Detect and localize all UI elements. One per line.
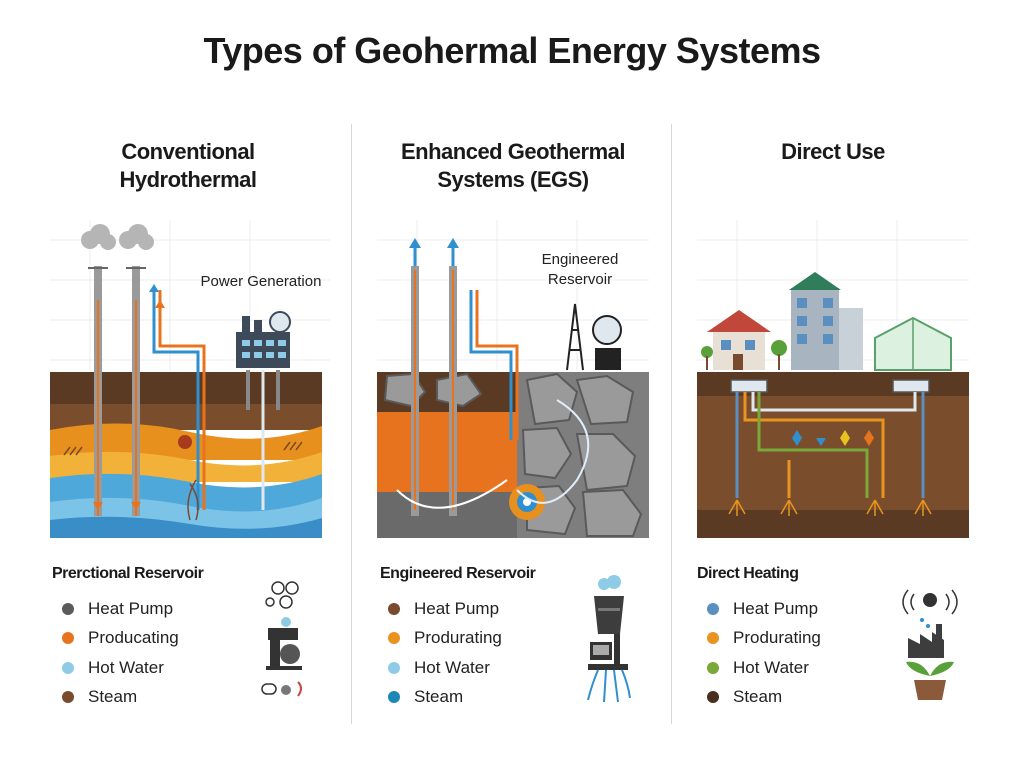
scene-label-line: Engineered — [541, 251, 619, 268]
legend-label: Produrating — [733, 628, 821, 648]
legend-dot — [62, 661, 74, 674]
legend-dot — [707, 602, 719, 615]
legend-label: Heat Pump — [733, 598, 819, 618]
legend-dot — [707, 691, 719, 704]
column-divider-right — [671, 124, 672, 724]
legend-title-direct-use: Direct Heating — [697, 565, 799, 582]
column-title-line: Enhanced Geothermal — [400, 139, 626, 164]
legend-direct-use: Heat Pump Produrating Hot Water Steam — [697, 594, 821, 712]
legend-item: Heat Pump — [378, 594, 502, 624]
scene-label-line: Reservoir — [547, 271, 613, 288]
legend-label: Produrating — [414, 628, 502, 648]
legend-label: Steam — [733, 687, 783, 707]
page-title: Types of Geohermal Energy Systems — [203, 30, 821, 71]
engineered-reservoir-label: Engineered Reservoir — [520, 250, 640, 290]
column-title-line: Direct Use — [781, 139, 885, 164]
legend-dot — [62, 602, 74, 615]
legend-label: Hot Water — [414, 657, 490, 677]
legend-label: Heat Pump — [88, 598, 174, 618]
legend-title-conventional: Prerctional Reservoir — [52, 565, 204, 582]
heat-pump-machine-icon — [261, 581, 302, 697]
legend-item: Heat Pump — [697, 594, 821, 624]
legend-item: Steam — [52, 683, 179, 713]
direct-use-diagram — [697, 220, 969, 538]
power-generation-label: Power Generation — [200, 273, 322, 290]
column-title-egs: Enhanced Geothermal Systems (EGS) — [363, 138, 663, 194]
column-title-line: Conventional — [121, 139, 255, 164]
conventional-hydrothermal-diagram — [50, 220, 330, 538]
legend-conventional: Heat Pump Producating Hot Water Steam — [52, 594, 179, 712]
legend-dot — [388, 691, 400, 704]
legend-dot — [707, 632, 719, 645]
egs-diagram — [377, 220, 649, 538]
legend-title-egs: Engineered Reservoir — [380, 565, 536, 582]
legend-label: Producating — [88, 628, 179, 648]
legend-item: Hot Water — [378, 653, 502, 683]
legend-label: Heat Pump — [414, 598, 500, 618]
legend-label: Steam — [88, 687, 138, 707]
cooling-tower-icon — [587, 575, 631, 703]
legend-item: Produrating — [378, 624, 502, 654]
column-title-line: Systems (EGS) — [437, 167, 589, 192]
legend-item: Steam — [378, 683, 502, 713]
legend-label: Hot Water — [88, 657, 164, 677]
legend-item: Heat Pump — [52, 594, 179, 624]
column-title-direct-use: Direct Use — [683, 138, 983, 166]
legend-dot — [388, 632, 400, 645]
legend-egs: Heat Pump Produrating Hot Water Steam — [378, 594, 502, 712]
legend-item: Produrating — [697, 624, 821, 654]
legend-label: Steam — [414, 687, 464, 707]
column-divider-left — [351, 124, 352, 724]
factory-plant-icon — [902, 589, 958, 700]
legend-dot — [62, 691, 74, 704]
legend-item: Hot Water — [697, 653, 821, 683]
legend-item: Producating — [52, 624, 179, 654]
column-title-line: Hydrothermal — [119, 167, 257, 192]
legend-dot — [388, 661, 400, 674]
legend-dot — [62, 632, 74, 645]
legend-item: Hot Water — [52, 653, 179, 683]
legend-dot — [707, 661, 719, 674]
legend-dot — [388, 602, 400, 615]
legend-item: Steam — [697, 683, 821, 713]
legend-label: Hot Water — [733, 657, 809, 677]
column-title-conventional: Conventional Hydrothermal — [38, 138, 338, 194]
